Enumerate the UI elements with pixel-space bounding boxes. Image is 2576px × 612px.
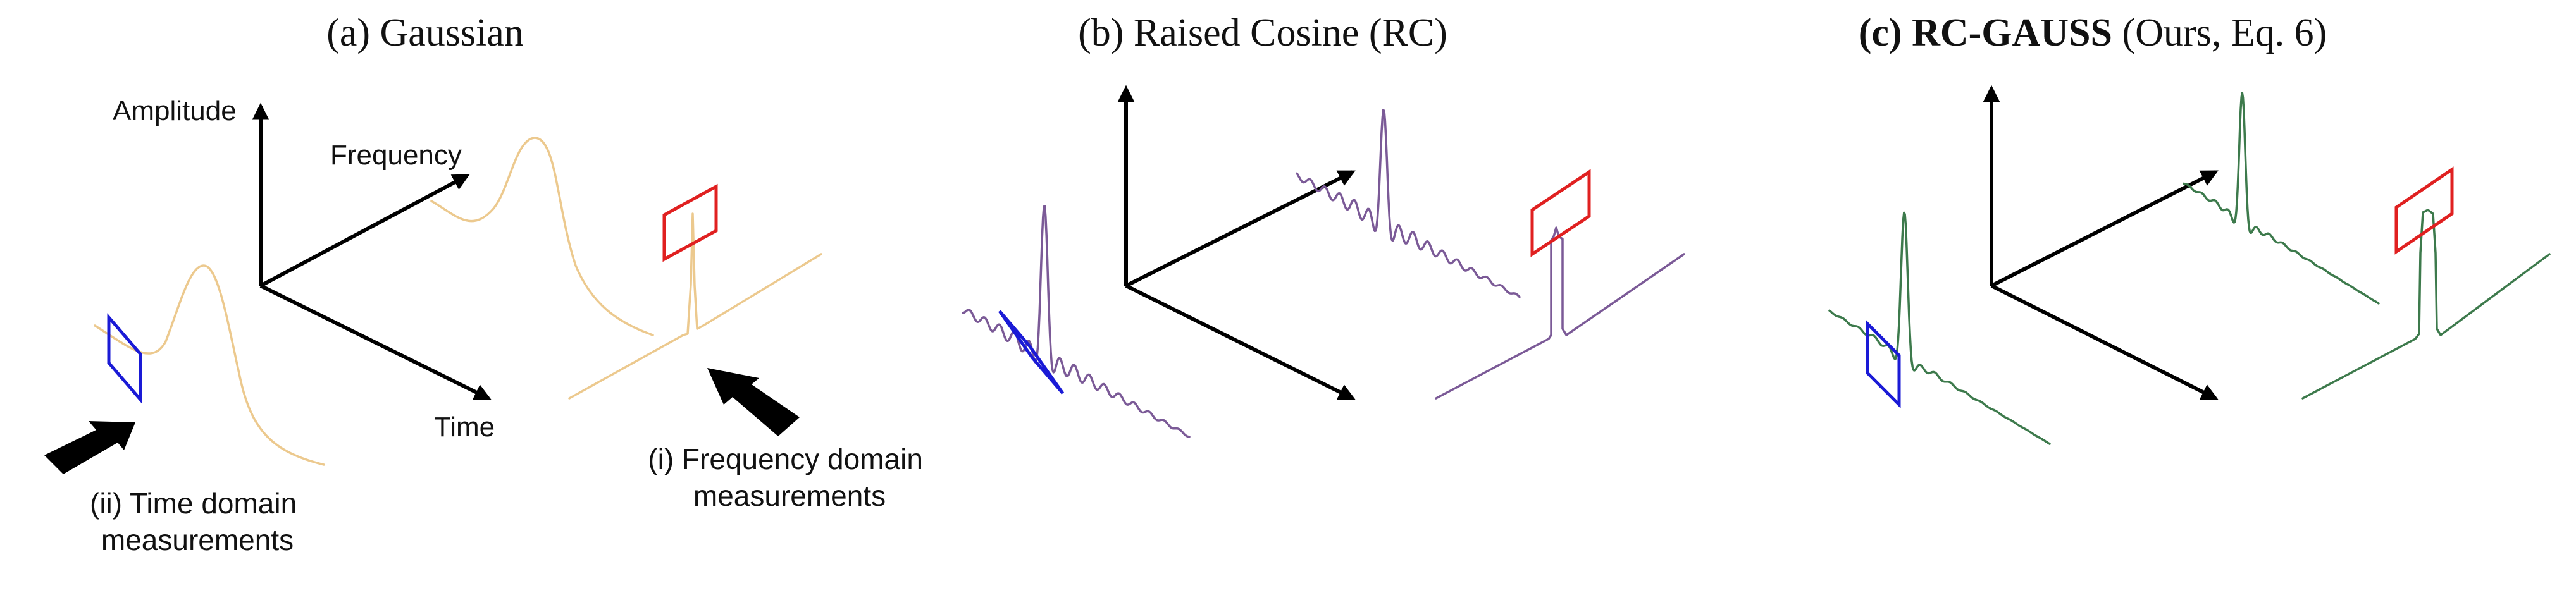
axes-c	[1983, 85, 2219, 400]
time-measurement-box	[1866, 319, 1901, 409]
time-measurement-box	[998, 310, 1065, 395]
arrow-icon	[44, 421, 135, 474]
panel-a: Amplitude Frequency Time (i) Frequency d…	[44, 95, 931, 556]
frequency-measurement-box	[1530, 169, 1591, 257]
rc-spectrum-line	[1435, 226, 1685, 400]
rc-gauss-frequency-curve	[2183, 92, 2380, 305]
arrow-icon	[707, 368, 800, 436]
amplitude-label: Amplitude	[113, 95, 237, 126]
panel-c-title: (c) RC-GAUSS (Ours, Eq. 6)	[1859, 11, 2327, 54]
panel-b	[962, 85, 1685, 438]
frequency-label: Frequency	[330, 140, 462, 171]
axes-b	[1117, 85, 1356, 400]
time-label: Time	[434, 412, 495, 443]
panel-a-title: (a) Gaussian	[326, 11, 524, 54]
gaussian-frequency-curve	[430, 137, 654, 336]
rc-time-curve	[962, 205, 1191, 438]
rc-frequency-curve	[1296, 109, 1521, 298]
frequency-measurement-box	[662, 183, 718, 262]
rc-gauss-spectrum-line	[2301, 209, 2551, 400]
gaussian-time-curve	[94, 264, 325, 466]
frequency-annotation: (i) Frequency domain measurements	[648, 443, 931, 512]
time-annotation: (ii) Time domain measurements	[90, 487, 305, 556]
rc-gauss-time-curve	[1828, 211, 2051, 445]
axes-a	[252, 102, 492, 400]
frequency-measurement-box	[2394, 166, 2454, 255]
panel-c	[1828, 85, 2551, 445]
panel-b-title: (b) Raised Cosine (RC)	[1078, 11, 1447, 54]
time-measurement-box	[107, 313, 142, 404]
gaussian-spectrum-line	[568, 212, 822, 400]
